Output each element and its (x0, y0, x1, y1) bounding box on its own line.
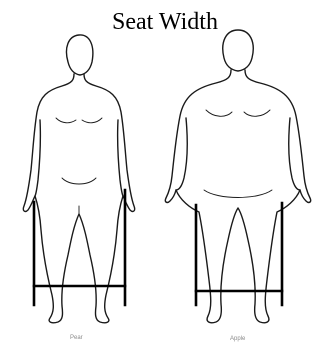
apple-seat-width-marker (196, 203, 282, 305)
apple-figure (165, 30, 310, 323)
apple-chest-line (206, 110, 270, 116)
pear-head (66, 35, 92, 75)
pear-left-arm-inner (35, 120, 40, 196)
pear-caption: Pear (70, 335, 83, 341)
apple-caption: Apple (230, 336, 246, 342)
pear-figure (23, 35, 134, 323)
pear-right-arm-inner (118, 120, 123, 196)
apple-belly-line (204, 190, 272, 198)
diagram-title: Seat Width (0, 8, 322, 36)
pear-seat-width-marker (34, 190, 125, 305)
pear-hip-line (62, 178, 96, 184)
apple-body-outline (165, 70, 310, 323)
apple-head (223, 30, 253, 71)
pear-chest-line (56, 118, 102, 123)
